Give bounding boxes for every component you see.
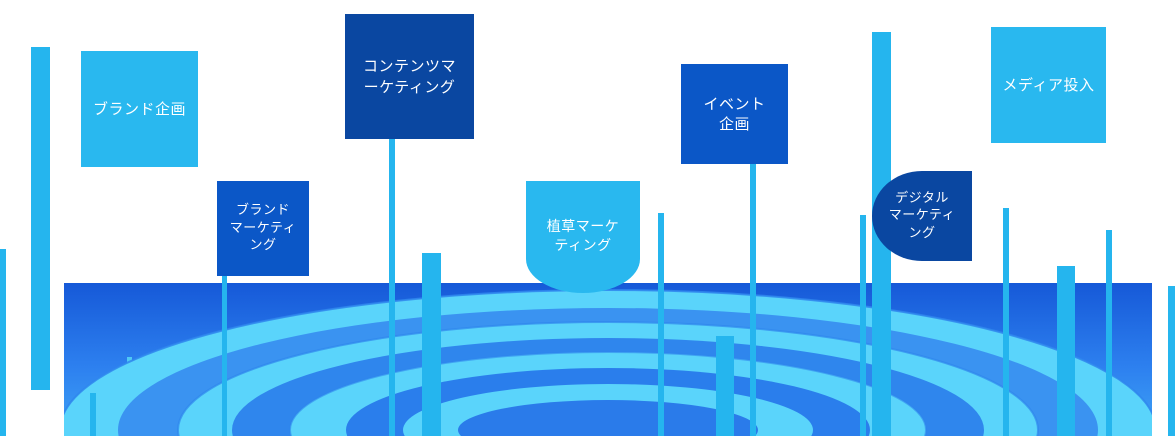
label-box-digital-marketing[interactable]: デジタルマーケティング: [872, 171, 972, 261]
label-text-digital-marketing: デジタルマーケティング: [888, 190, 956, 241]
label-text-brand-marketing: ブランドマーケティング: [229, 203, 297, 254]
label-text-event-planning: イベント企画: [703, 94, 766, 133]
label-box-media-investment[interactable]: メディア投入: [991, 27, 1106, 143]
label-box-event-planning[interactable]: イベント企画: [681, 64, 788, 164]
label-box-brand-marketing[interactable]: ブランドマーケティング: [217, 181, 309, 276]
label-text-content-marketing: コンテンツマーケティング: [362, 57, 456, 96]
label-box-uekusa-marketing[interactable]: 植草マーケティング: [526, 181, 640, 293]
label-text-media-investment: メディア投入: [1002, 75, 1095, 94]
label-text-uekusa-marketing: 植草マーケティング: [546, 219, 620, 254]
label-text-brand-planning: ブランド企画: [92, 99, 186, 118]
label-box-brand-planning[interactable]: ブランド企画: [81, 51, 198, 167]
label-box-content-marketing[interactable]: コンテンツマーケティング: [345, 14, 474, 139]
